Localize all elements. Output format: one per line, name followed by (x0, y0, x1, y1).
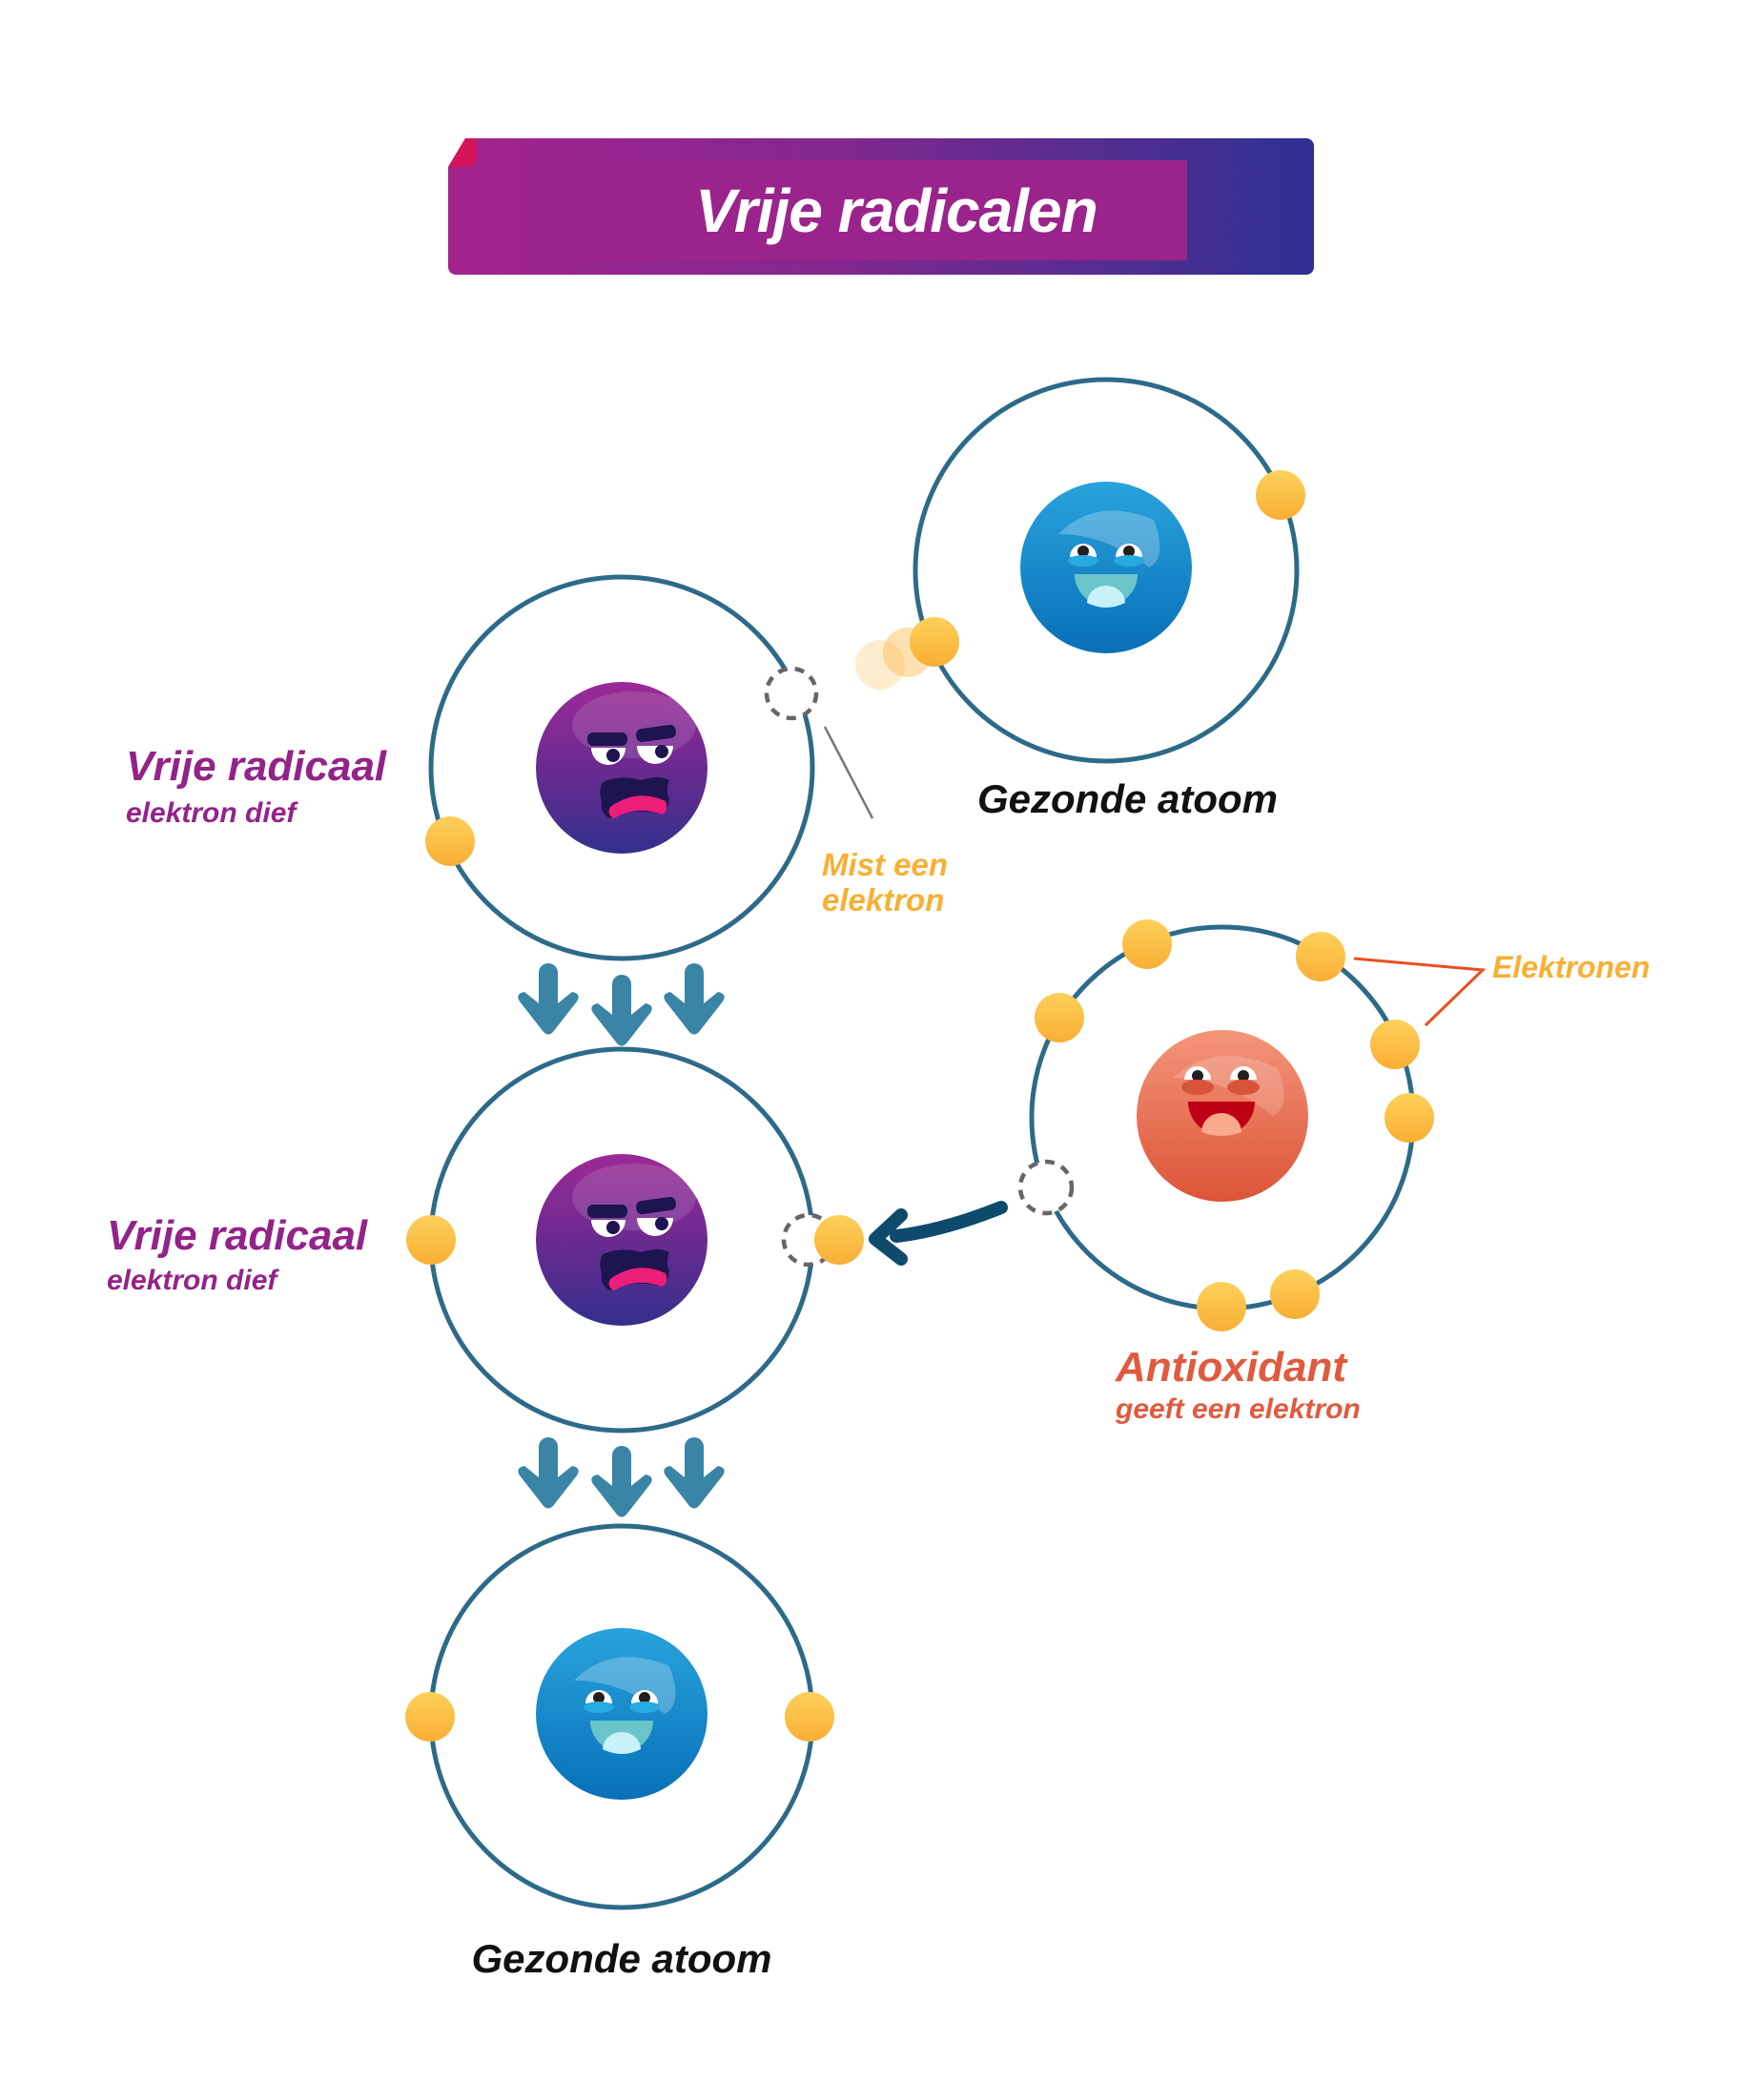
down-arrow-icon (591, 975, 652, 1046)
title-banner: Vrije radicalen (448, 138, 1314, 275)
eyebrow-left (587, 1205, 627, 1218)
electron (1197, 1282, 1246, 1331)
atom-free-radical-top (425, 574, 819, 961)
nucleus-happy-face (1020, 482, 1192, 653)
antioxidant-title: Antioxidant (1115, 1344, 1348, 1391)
radical-top-title: Vrije radicaal (126, 743, 387, 790)
nucleus-angry-face (536, 1154, 708, 1326)
donation-arrow-icon (869, 1201, 1008, 1266)
electron (1256, 470, 1305, 520)
down-arrow-icon (664, 1437, 725, 1509)
healthy-top-label: Gezonde atoom (977, 776, 1278, 821)
electron (1296, 932, 1345, 981)
missing-electron-label-line2: elektron (822, 882, 944, 918)
atom-free-radical-middle (406, 1046, 864, 1433)
banner-fold-corner (448, 138, 477, 167)
down-arrow-icon (518, 1437, 579, 1509)
electron (406, 1215, 456, 1265)
nucleus-angry-face (536, 682, 708, 854)
electron (1035, 993, 1084, 1042)
atom-healthy-top (855, 377, 1305, 764)
orbit (913, 377, 1300, 764)
missing-electron-slot (1017, 1159, 1075, 1216)
down-arrow-icon (518, 963, 579, 1035)
atom-healthy-bottom (405, 1523, 834, 1910)
electron (785, 1692, 834, 1742)
atom-antioxidant (1017, 919, 1434, 1331)
electron-leaving (910, 617, 959, 667)
antioxidant-subtitle: geeft een elektron (1115, 1393, 1361, 1425)
down-arrow-icon (591, 1446, 652, 1517)
healthy-bottom-label: Gezonde atoom (471, 1936, 771, 1981)
radical-middle-title: Vrije radicaal (107, 1212, 368, 1259)
down-arrows-1 (518, 963, 725, 1046)
page-title: Vrije radicalen (695, 176, 1097, 245)
radical-middle-subtitle: elektron dief (107, 1265, 279, 1296)
down-arrows-2 (518, 1437, 725, 1517)
electron (1270, 1269, 1320, 1319)
missing-electron-slot (764, 666, 819, 721)
electrons-label: Elektronen (1492, 950, 1650, 984)
banner-inner-panel (534, 160, 1187, 260)
electron (425, 816, 475, 866)
electron-motion-trail (855, 640, 905, 690)
electron (405, 1692, 455, 1742)
electron (1385, 1093, 1434, 1143)
electron (1370, 1020, 1420, 1069)
missing-electron-leader-line (823, 726, 874, 819)
orbit (428, 574, 815, 961)
eyebrow-left (587, 732, 627, 746)
eyebrow-right (636, 724, 676, 743)
electrons-leader-line (1353, 957, 1487, 1027)
radical-top-subtitle: elektron dief (126, 797, 298, 829)
nucleus-happy-face (1137, 1030, 1308, 1202)
eyebrow-right (636, 1196, 676, 1215)
donated-electron (814, 1215, 864, 1265)
down-arrow-icon (664, 963, 725, 1035)
nucleus-happy-face (536, 1628, 708, 1800)
electron (1122, 919, 1172, 969)
missing-electron-label-line1: Mist een (822, 847, 948, 882)
